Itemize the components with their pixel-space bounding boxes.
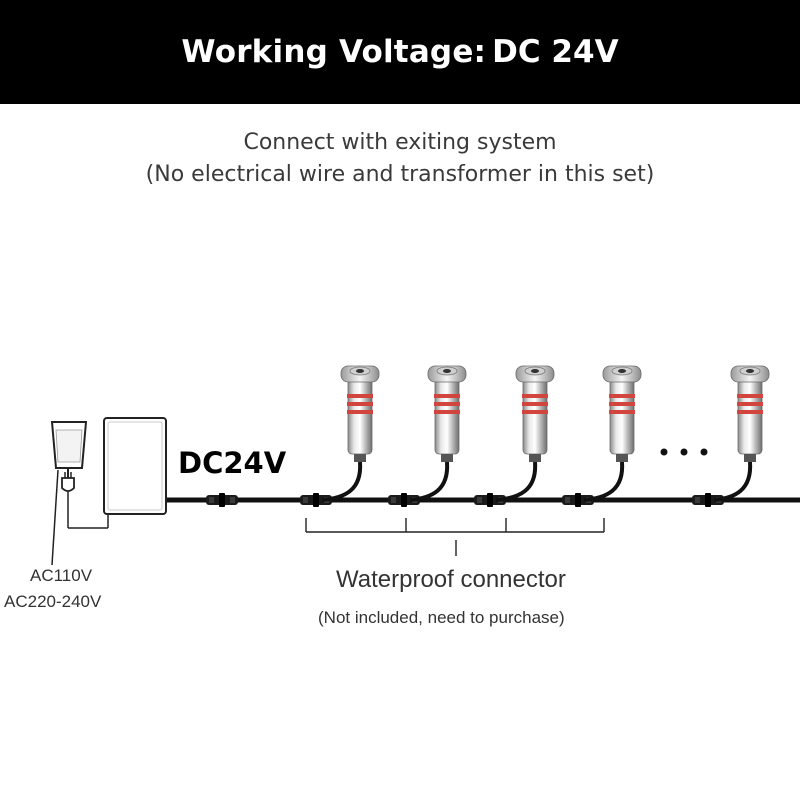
connector-bracket — [305, 518, 605, 556]
spot-light-icon — [340, 365, 380, 463]
banner-voltage: DC 24V — [492, 34, 619, 70]
ellipsis-dots — [660, 448, 708, 456]
lamp-cables — [321, 461, 753, 502]
transformer-icon — [103, 417, 167, 515]
dc-voltage-label: DC24V — [178, 446, 287, 480]
ac-voltage-label-2: AC220-240V — [4, 592, 102, 611]
connector-note: (Not included, need to purchase) — [318, 608, 565, 627]
waterproof-connector-icon — [206, 493, 238, 507]
header-banner: Working Voltage: DC 24V — [0, 0, 800, 104]
banner-title: Working Voltage: — [181, 34, 487, 70]
ac-voltage-label-1: AC110V — [30, 566, 93, 585]
spot-light-icon — [515, 365, 555, 463]
spot-light-icon — [730, 365, 770, 463]
subtitle-line-1: Connect with exiting system — [243, 130, 557, 155]
subtitle-line-2: (No electrical wire and transformer in t… — [145, 162, 655, 187]
spot-light-icon — [427, 365, 467, 463]
spot-light-icon — [602, 365, 642, 463]
plug-icon — [50, 421, 109, 566]
connector-title: Waterproof connector — [336, 566, 566, 593]
